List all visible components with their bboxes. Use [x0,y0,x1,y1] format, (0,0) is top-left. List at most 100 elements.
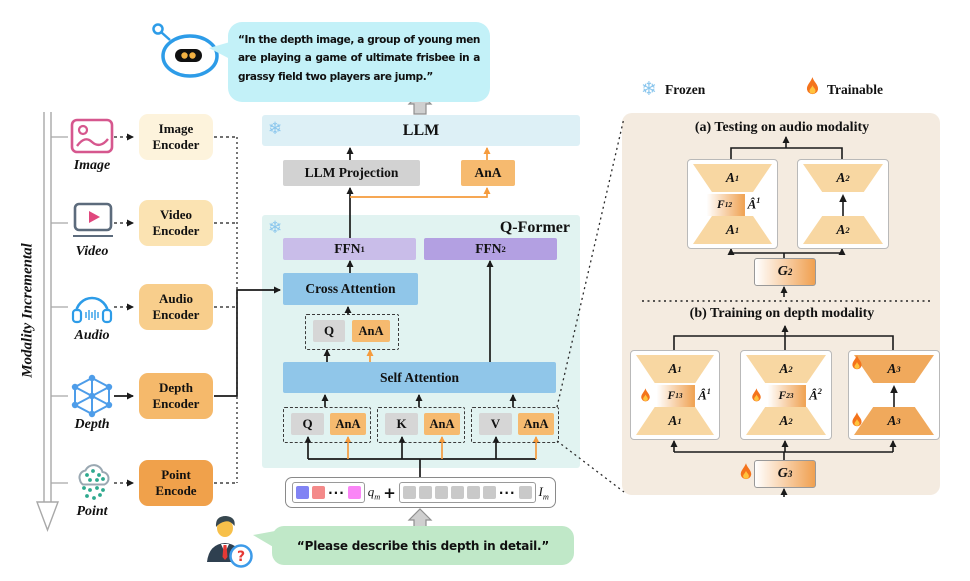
feature-token [434,486,448,499]
trainable-flame-icon [852,355,862,370]
ana-adapter-box: AnA [330,413,366,435]
point-encoder-box: Point Encode [139,460,213,506]
prompt-bubble-tail [253,531,275,548]
qformer-label: Q-Former [499,219,570,236]
feature-token [482,486,496,499]
llm-box [262,115,580,146]
llm-label: LLM [402,122,440,139]
query-token [312,486,326,499]
query-token [296,486,310,499]
llm-projection-box: LLM Projection [283,160,420,186]
point-cloud-icon [70,458,116,507]
q-token-box: Q [313,320,345,342]
v-box: V [479,413,512,435]
qm-label: qm [367,483,381,502]
q-box: Q [291,413,324,435]
up-arrow-icon [890,384,898,407]
frozen-snowflake-icon: ❄ [641,78,657,100]
ana-adapter-box-top: AnA [461,160,515,186]
video-icon [72,202,114,245]
feature-token [418,486,432,499]
panel-b-title: (b) Training on depth modality [689,306,875,321]
question-mark-badge: ? [237,549,245,565]
depth-wireframe-icon [68,374,116,423]
token-sequence-box: ··· qm + ··· Im [285,477,556,508]
trainable-flame-icon [740,463,752,480]
modality-label-audio: Audio [74,328,110,343]
panel-a-title: (a) Testing on audio modality [694,120,870,135]
feature-token [450,486,464,499]
answer-bubble-tail [209,42,230,59]
query-token [347,486,361,499]
trainable-flame-icon [641,388,650,402]
video-encoder-box: Video Encoder [139,200,213,246]
feature-tokens: ··· [398,482,536,503]
trainable-flame-icon [804,76,821,102]
trainable-flame-icon [852,412,862,427]
ana-adapter-box: AnA [352,320,390,342]
modality-label-depth: Depth [74,417,110,432]
ana-adapter-box: AnA [424,413,460,435]
modality-label-point: Point [76,504,108,519]
audio-headphones-icon [70,288,114,329]
feature-token [466,486,480,499]
merged-adapter-label: Â1 [698,387,711,403]
merged-adapter-label: Â2 [809,387,822,403]
self-attention-box: Self Attention [283,362,556,393]
modality-label-image: Image [73,158,111,173]
answer-bubble: “In the depth image, a group of young me… [228,22,490,102]
query-adapter-group [305,314,399,350]
feature-token [518,486,532,499]
ana-adapter-box: AnA [518,413,554,435]
robot-icon [148,20,220,83]
legend-frozen-label: Frozen [665,82,706,97]
user-person-icon: ? [197,512,259,577]
depth-encoder-box: Depth Encoder [139,373,213,419]
legend-trainable-label: Trainable [827,82,884,97]
prompt-bubble: “Please describe this depth in detail.” [272,526,574,565]
im-label: Im [538,483,549,502]
query-tokens: ··· [292,482,365,503]
k-ana-group [377,407,465,443]
merged-adapter-label: Â1 [747,196,761,212]
v-ana-group [471,407,559,443]
feature-token [402,486,416,499]
plus-sign: + [383,483,396,502]
ellipsis: ··· [498,485,516,500]
trainable-flame-icon [752,388,761,402]
cross-attention-box: Cross Attention [283,273,418,305]
image-icon [70,118,114,161]
modality-incremental-axis-label: Modality Incremental [19,243,36,378]
modality-label-video: Video [75,244,109,259]
audio-encoder-box: Audio Encoder [139,284,213,330]
k-box: K [385,413,418,435]
q-ana-group [283,407,371,443]
image-encoder-box: Image Encoder [139,114,213,160]
ellipsis: ··· [328,485,345,500]
snowflake-icon: ❄ [268,218,283,238]
snowflake-icon: ❄ [268,119,283,139]
